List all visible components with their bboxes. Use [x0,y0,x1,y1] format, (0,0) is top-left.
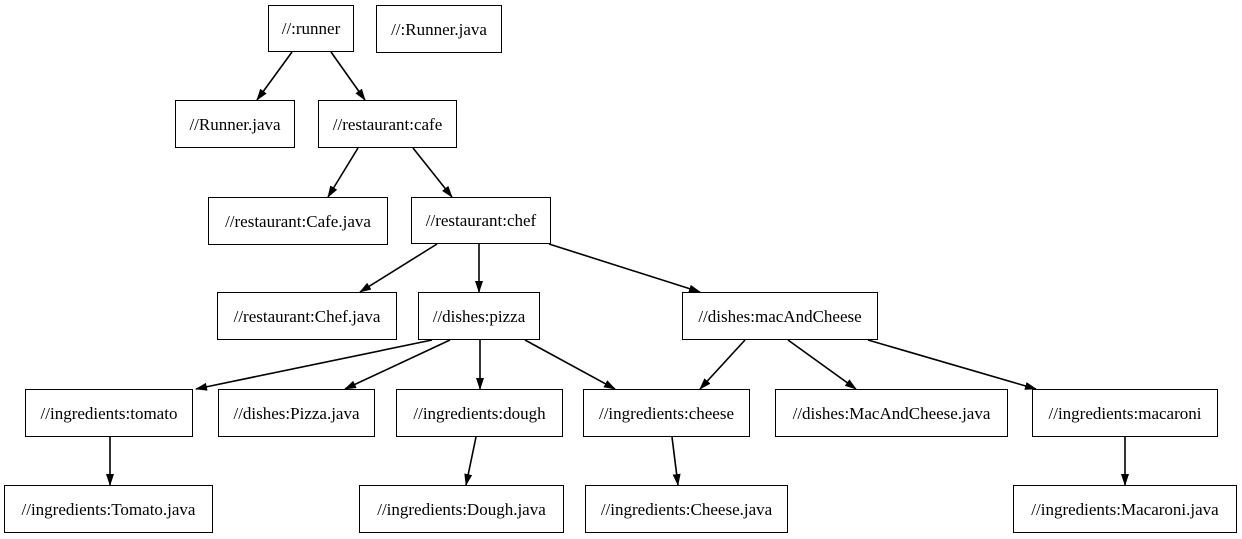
node-label: //restaurant:Chef.java [233,306,381,326]
graph-node-mac-and-cheese: //dishes:macAndCheese [682,292,878,340]
node-label: //ingredients:Tomato.java [21,499,196,519]
node-label: //Runner.java [189,114,281,134]
edge-pizza-to-pizza-java [344,339,451,390]
node-label: //ingredients:macaroni [1048,403,1202,423]
node-label: //dishes:macAndCheese [698,306,862,326]
edge-pizza-to-tomato [195,339,433,391]
graph-node-cafe: //restaurant:cafe [318,100,457,148]
node-label: //:Runner.java [391,19,487,39]
edge-chef-to-chef-java [359,243,438,293]
node-label: //ingredients:tomato [40,403,178,423]
graph-node-cheese: //ingredients:cheese [583,389,750,437]
graph-node-macaroni-java: //ingredients:Macaroni.java [1013,485,1237,533]
graph-node-chef-java: //restaurant:Chef.java [217,292,397,340]
node-label: //ingredients:dough [413,403,546,423]
graph-node-chef: //restaurant:chef [411,197,551,244]
node-label: //:runner [281,19,341,38]
graph-node-dough-java: //ingredients:Dough.java [359,485,564,533]
edge-cafe-to-cafe-java [327,147,359,198]
edge-mac-and-cheese-to-macaroni [867,339,1037,390]
node-label: //dishes:MacAndCheese.java [792,403,991,423]
edge-runner-to-runner-java [256,51,293,101]
graph-node-tomato: //ingredients:tomato [25,389,193,437]
node-label: //restaurant:Cafe.java [225,211,371,231]
graph-node-runner-java: //Runner.java [175,100,295,148]
node-label: //ingredients:Macaroni.java [1031,499,1219,519]
edge-runner-to-cafe [330,51,366,101]
graph-node-cheese-java: //ingredients:Cheese.java [585,485,788,533]
node-label: //ingredients:Cheese.java [600,499,773,519]
graph-node-runner: //:runner [268,5,354,52]
node-label: //dishes:Pizza.java [233,403,360,423]
node-label: //ingredients:Dough.java [377,499,546,519]
node-label: //dishes:pizza [432,306,526,326]
graph-node-mac-and-cheese-java: //dishes:MacAndCheese.java [775,389,1008,437]
graph-node-pizza-java: //dishes:Pizza.java [218,389,375,437]
edge-cafe-to-chef [412,147,453,198]
graph-node-tomato-java: //ingredients:Tomato.java [4,485,213,533]
edge-dough-to-dough-java [464,436,477,486]
node-label: //ingredients:cheese [598,403,734,423]
graph-node-dough: //ingredients:dough [396,389,563,437]
edge-cheese-to-cheese-java [671,436,681,486]
node-label: //restaurant:chef [425,211,537,230]
node-label: //restaurant:cafe [332,114,443,134]
graph-node-macaroni: //ingredients:macaroni [1032,389,1218,437]
graph-node-cafe-java: //restaurant:Cafe.java [208,197,388,245]
graph-node-pizza: //dishes:pizza [418,292,540,340]
edge-mac-and-cheese-to-cheese [699,339,746,390]
graph-node-runner-java-root: //:Runner.java [376,5,502,53]
edge-chef-to-mac-and-cheese [548,243,701,293]
edge-mac-and-cheese-to-mac-and-cheese-java [787,339,857,390]
edge-pizza-to-cheese [524,339,616,390]
